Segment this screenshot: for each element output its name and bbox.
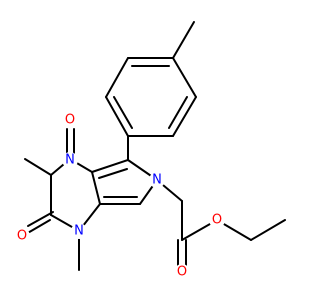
atom-label: N (152, 173, 162, 188)
atom-label-background (14, 228, 30, 244)
bond (172, 21, 195, 59)
atom-label-background (209, 212, 225, 228)
atom-label: O (177, 265, 187, 280)
bond (25, 219, 51, 235)
atom-label-background (62, 112, 78, 128)
bond (168, 96, 188, 129)
bond (105, 96, 129, 137)
bond (250, 219, 286, 241)
bond (172, 57, 197, 98)
atom-label-background (62, 152, 78, 168)
atom-label-background (149, 172, 165, 188)
bond (91, 159, 129, 173)
atom-label: O (212, 213, 222, 228)
atom-label: N (74, 224, 84, 239)
bond (27, 211, 54, 227)
atom-labels: N N N O O O O (14, 112, 225, 280)
atom-label: O (17, 229, 27, 244)
bond (91, 171, 101, 205)
bond (113, 96, 133, 129)
molecule-structure-diagram: N N N O O O O (14, 21, 286, 280)
bonds (24, 21, 286, 271)
bond (105, 57, 129, 98)
bond (98, 168, 128, 179)
atom-label: O (65, 113, 75, 128)
bond (172, 96, 197, 137)
atom-label-background (71, 223, 87, 239)
atom-label: N (65, 153, 75, 168)
bond (24, 158, 52, 176)
atom-label-background (174, 264, 190, 280)
